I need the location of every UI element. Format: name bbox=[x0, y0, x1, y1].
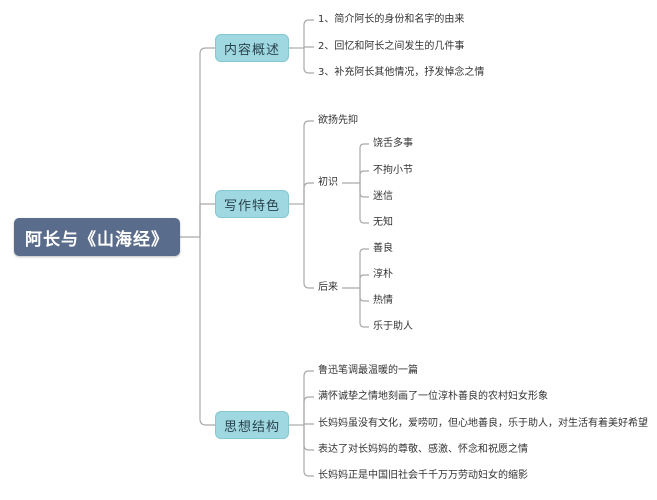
trait-item: 无知 bbox=[373, 217, 393, 228]
thought-item: 长妈妈正是中国旧社会千千万万劳动妇女的缩影 bbox=[318, 470, 528, 481]
connector-line bbox=[359, 183, 369, 224]
trait-item: 乐于助人 bbox=[373, 321, 413, 332]
trait-item: 善良 bbox=[373, 243, 393, 254]
connector-line bbox=[303, 204, 314, 289]
connector-line bbox=[359, 288, 369, 328]
thought-item: 满怀诚挚之情地刻画了一位淳朴善良的农村妇女形象 bbox=[318, 391, 548, 402]
connector-line bbox=[359, 248, 369, 288]
connector-line bbox=[199, 47, 215, 237]
connector-line bbox=[359, 274, 369, 288]
trait-item: 淳朴 bbox=[373, 269, 393, 280]
connector-line bbox=[303, 423, 314, 425]
connector-line bbox=[303, 120, 314, 204]
connector-line bbox=[359, 170, 369, 183]
branch-content-overview: 内容概述 bbox=[215, 34, 289, 62]
thought-item: 鲁迅笔调最温暖的一篇 bbox=[318, 365, 418, 376]
overview-item: 1、简介阿长的身份和名字的由来 bbox=[318, 14, 465, 25]
thought-item: 长妈妈虽没有文化，爱唠叨，但心地善良，乐于助人，对生活有着美好希望 bbox=[318, 418, 648, 429]
root-node: 阿长与《山海经》 bbox=[14, 218, 180, 256]
connector-line bbox=[199, 203, 215, 237]
branch-writing-features: 写作特色 bbox=[215, 190, 289, 218]
subgroup-later: 后来 bbox=[318, 282, 338, 293]
overview-item: 2、回忆和阿长之间发生的几件事 bbox=[318, 41, 465, 52]
subgroup-first-impression: 初识 bbox=[318, 177, 338, 188]
trait-item: 不拘小节 bbox=[373, 165, 413, 176]
connector-line bbox=[359, 183, 369, 198]
connector-line bbox=[359, 143, 369, 183]
connector-line bbox=[303, 182, 314, 204]
trait-item: 迷信 bbox=[373, 191, 393, 202]
trait-item: 热情 bbox=[373, 295, 393, 306]
connector-line bbox=[303, 396, 314, 425]
thought-item: 表达了对长妈妈的尊敬、感激、怀念和祝愿之情 bbox=[318, 444, 528, 455]
connector-line bbox=[303, 19, 314, 48]
connector-line bbox=[303, 425, 314, 477]
feature-intro: 欲扬先抑 bbox=[318, 115, 358, 126]
trait-item: 饶舌多事 bbox=[373, 138, 413, 149]
connector-line bbox=[303, 370, 314, 425]
overview-item: 3、补充阿长其他情况，抒发悼念之情 bbox=[318, 67, 485, 78]
connector-line bbox=[303, 48, 314, 74]
branch-thought-structure: 思想结构 bbox=[215, 411, 289, 439]
connector-line bbox=[359, 288, 369, 302]
connector-line bbox=[303, 425, 314, 451]
connector-line bbox=[199, 237, 215, 426]
connector-line bbox=[303, 46, 314, 48]
